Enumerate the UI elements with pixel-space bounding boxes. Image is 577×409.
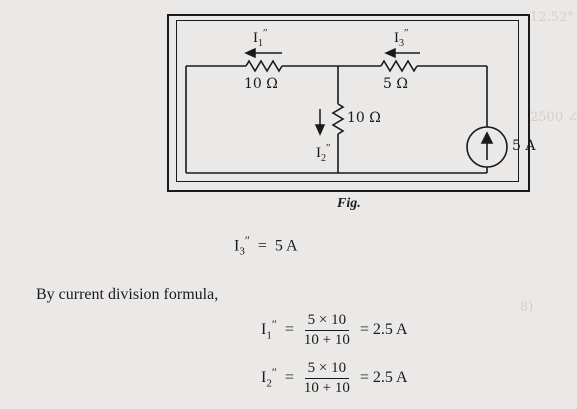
- source-label: 5 A: [512, 138, 536, 154]
- figure-outer-frame: [167, 14, 530, 192]
- fraction-i2: 5 × 10 10 + 10: [304, 360, 350, 397]
- bleed-text: 12.52°: [530, 10, 574, 25]
- figure-inner-frame: [176, 20, 519, 182]
- fraction-i2-denominator: 10 + 10: [303, 380, 350, 396]
- fraction-i1: 5 × 10 10 + 10: [304, 312, 350, 349]
- bleed-text: 8): [520, 300, 534, 315]
- fraction-i2-numerator: 5 × 10: [304, 360, 350, 379]
- figure-caption: Fig.: [337, 196, 361, 211]
- source-arrow: [480, 131, 494, 160]
- resistor-middle: [331, 103, 345, 135]
- resistor-right-top: [380, 59, 418, 73]
- current-label-i2: I2″: [316, 142, 331, 164]
- equation-i2: I2″ = 5 × 10 10 + 10 = 2.5 A: [261, 360, 408, 397]
- result-i2: = 2.5 A: [359, 369, 408, 387]
- resistor-right-top-label: 5 Ω: [383, 76, 408, 92]
- bleed-text: 2500 ∠ 45: [530, 110, 577, 125]
- resistor-middle-label: 10 Ω: [347, 110, 381, 126]
- equation-i1: I1″ = 5 × 10 10 + 10 = 2.5 A: [261, 312, 408, 349]
- result-i1: = 2.5 A: [359, 321, 408, 339]
- current-label-i3: I3″: [394, 27, 409, 49]
- equation-i3: I3″ = 5 A: [234, 233, 298, 258]
- fraction-i1-numerator: 5 × 10: [304, 312, 350, 331]
- arrow-i3: [384, 47, 420, 59]
- arrow-i1: [244, 47, 282, 59]
- current-label-i1: I1″: [253, 27, 268, 49]
- resistor-left-top-label: 10 Ω: [244, 76, 278, 92]
- resistor-left-top: [245, 59, 283, 73]
- method-text: By current division formula,: [36, 286, 219, 303]
- fraction-i1-denominator: 10 + 10: [303, 332, 350, 348]
- arrow-i2: [314, 109, 326, 136]
